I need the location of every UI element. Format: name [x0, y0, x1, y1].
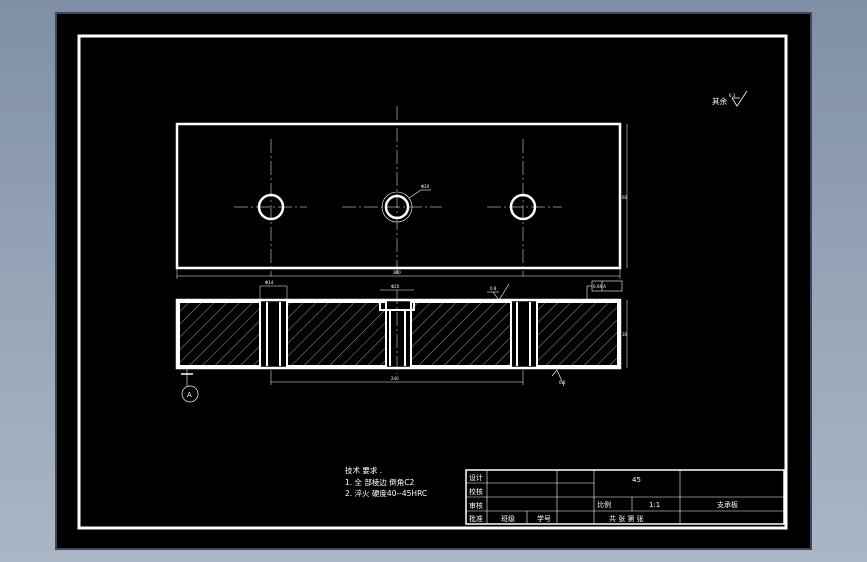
tolerance-value: 0.04 A — [593, 284, 606, 289]
hole-right — [509, 193, 537, 221]
hatch-block-1 — [178, 301, 261, 367]
tb-design: 设计 — [469, 473, 483, 482]
drawing-frame — [77, 34, 788, 530]
tb-check: 校核 — [469, 487, 483, 496]
hole-dia-dim: Φ14 — [265, 280, 274, 285]
roughness-note: 其余 — [712, 96, 727, 106]
hatch-block-4 — [536, 301, 619, 367]
tb-part-name: 45 — [632, 476, 641, 484]
tech-req-title: 技术 要求 . — [345, 465, 382, 475]
datum-circle — [181, 385, 199, 403]
hole-spacing-dim: 240 — [391, 376, 399, 381]
tech-req-line1: 1. 全 部棱边 倒角C2 — [345, 477, 415, 487]
cad-canvas: 其余 6.3 Φ20 300 — [57, 14, 810, 548]
thickness-dim: 30 — [622, 332, 628, 337]
length-dim: 300 — [393, 270, 401, 275]
roughness-value: 6.3 — [729, 93, 736, 98]
section-view: Φ14 Φ20 240 30 0.04 A 0.8 — [175, 280, 628, 403]
counterbore-dim: Φ20 — [421, 184, 430, 189]
tb-scale-value: 1:1 — [649, 501, 660, 509]
roughness-top-value: 0.8 — [490, 286, 497, 291]
hatch-block-3 — [410, 301, 512, 367]
tb-scale-label: 比例 — [597, 500, 611, 509]
tb-review: 审核 — [469, 501, 483, 510]
roughness-top-icon — [487, 283, 510, 301]
hole-center-counterbore — [381, 191, 413, 223]
tb-class: 班级 — [501, 514, 515, 523]
hole-left — [257, 193, 285, 221]
hole-center — [384, 194, 410, 220]
counterbore-top-dim: Φ20 — [391, 284, 400, 289]
roughness-bottom-icon — [551, 369, 565, 387]
engineering-drawing: 其余 6.3 Φ20 300 — [77, 34, 788, 530]
tech-req-line2: 2. 淬火 硬度40--45HRC — [345, 488, 427, 498]
hatch-block-2 — [286, 301, 387, 367]
roughness-symbol-icon — [731, 90, 748, 107]
datum-label: A — [187, 391, 192, 399]
tb-approve: 批准 — [469, 514, 483, 523]
height-dim: 60 — [622, 195, 628, 200]
tb-drawing-name: 支承板 — [717, 500, 738, 509]
tb-student-no: 学号 — [537, 514, 551, 523]
tb-sheet-info: 共 张 第 张 — [609, 514, 644, 523]
title-block: 设计 校核 审核 批准 45 比例 1:1 支承板 共 张 第 张 班级 学号 — [465, 469, 785, 525]
roughness-bottom-value: 0.8 — [559, 380, 566, 385]
top-view: Φ20 300 60 — [175, 106, 628, 279]
top-view-outline — [175, 122, 622, 270]
